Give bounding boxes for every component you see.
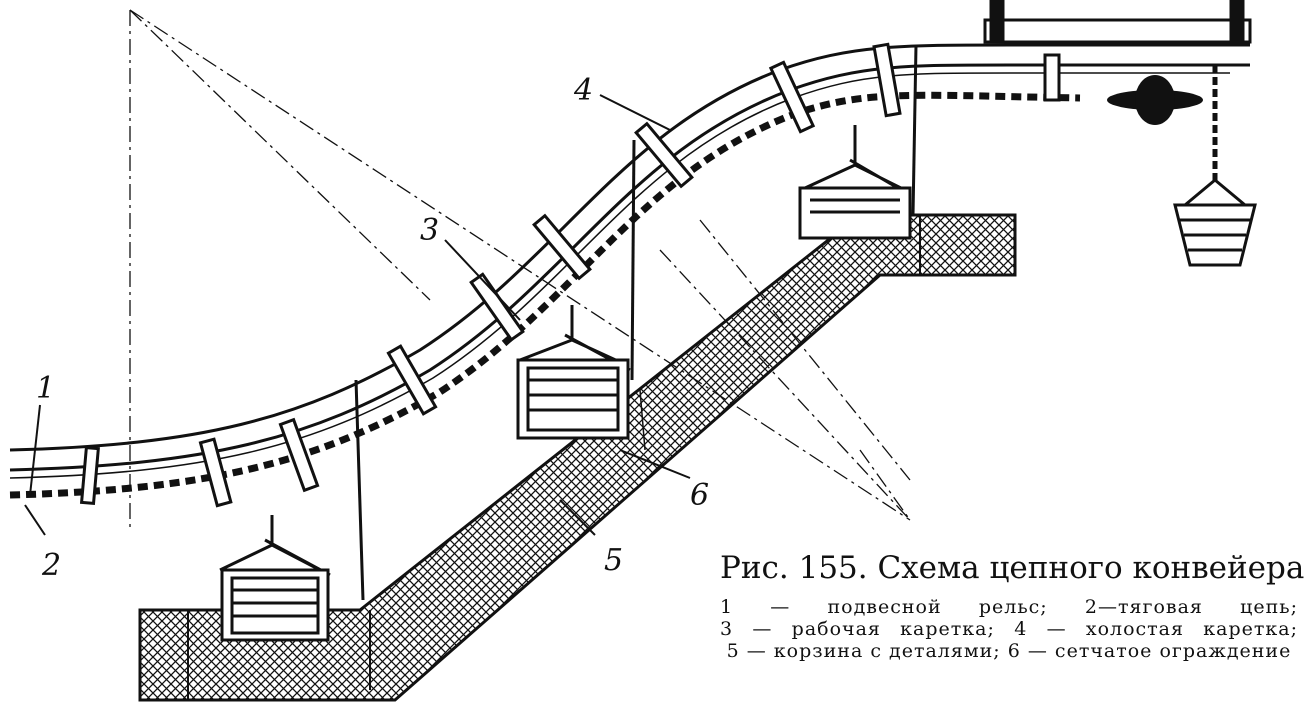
legend-item: 1 — подвесной рельс; bbox=[720, 596, 1048, 618]
baskets bbox=[219, 65, 1257, 642]
carriages bbox=[79, 42, 1061, 508]
mesh-guard bbox=[138, 213, 1017, 702]
overhead-rail bbox=[9, 0, 1252, 479]
label-2: 2 bbox=[41, 548, 61, 583]
caption-legend: 1 — подвесной рельс; 2—тяговая цепь; 3 —… bbox=[720, 596, 1298, 662]
hangers bbox=[354, 44, 918, 601]
construction-lines bbox=[129, 9, 911, 530]
figure-caption: Рис. 155. Схема цепного конвейера: 1 — п… bbox=[720, 548, 1305, 662]
drive-sprocket-icon bbox=[1107, 75, 1203, 125]
leader-lines bbox=[24, 94, 691, 536]
label-4: 4 bbox=[573, 73, 593, 108]
legend-item: 4 — холостая каретка; bbox=[1014, 618, 1298, 640]
number-labels: 1 2 3 4 5 6 bbox=[36, 73, 709, 583]
legend-item: 2—тяговая цепь; bbox=[1084, 596, 1298, 618]
label-6: 6 bbox=[690, 478, 709, 513]
label-1: 1 bbox=[36, 371, 55, 406]
legend-item: 3 — рабочая каретка; bbox=[720, 618, 995, 640]
caption-title: Рис. 155. Схема цепного конвейера: bbox=[720, 550, 1305, 586]
legend-item: 5 — корзина с деталями; bbox=[726, 640, 1001, 662]
legend-item: 6 — сетчатое ограждение bbox=[1007, 640, 1292, 662]
label-5: 5 bbox=[604, 543, 623, 578]
label-3: 3 bbox=[420, 213, 439, 248]
